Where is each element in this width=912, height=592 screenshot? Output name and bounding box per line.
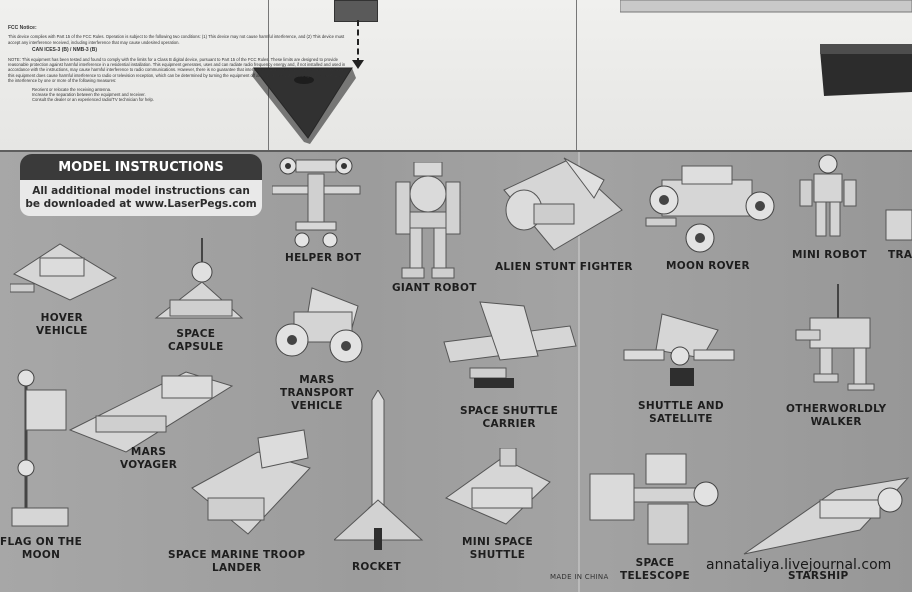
otherworldly-walker-label: OTHERWORLDLY WALKER [786, 403, 886, 429]
hover-vehicle-label-2: VEHICLE [36, 325, 88, 337]
top-right-brick [620, 0, 912, 13]
fcc-notice-conditions: This device complies with Part 15 of the… [8, 34, 345, 45]
shuttle-and-satellite-label: SHUTTLE AND SATELLITE [638, 400, 724, 426]
download-note: All additional model instructions can be… [20, 180, 262, 216]
arrow-down-icon [352, 60, 364, 69]
flag-label-1: FLAG ON THE [0, 536, 83, 548]
hover-vehicle-label: HOVER VEHICLE [36, 312, 88, 338]
dashed-arrow-line [357, 20, 359, 64]
space-capsule-label: SPACE CAPSULE [168, 328, 224, 354]
space-capsule-label-1: SPACE [176, 328, 216, 340]
fcc-notice: FCC Notice: This device complies with Pa… [8, 25, 346, 103]
shuttle-satellite-label-1: SHUTTLE AND [638, 400, 724, 412]
hover-vehicle-label-1: HOVER [40, 312, 83, 324]
space-shuttle-carrier-illustration [443, 301, 577, 388]
download-line-1: All additional model instructions can [32, 185, 250, 197]
space-telescope-label: SPACE TELESCOPE [620, 557, 690, 583]
rocket-label: ROCKET [352, 561, 401, 573]
made-in-china: MADE IN CHINA [550, 573, 609, 581]
telescope-label-2: TELESCOPE [620, 570, 690, 582]
space-telescope-illustration [589, 453, 719, 545]
mini-robot-label: MINI ROBOT [792, 249, 867, 261]
space-shuttle-carrier-label: SPACE SHUTTLE CARRIER [460, 405, 558, 431]
rocket-illustration [334, 390, 424, 550]
watermark: annataliya.livejournal.com [706, 557, 892, 573]
fcc-note: NOTE: This equipment has been tested and… [8, 56, 346, 84]
mars-transport-vehicle-label: MARS TRANSPORT VEHICLE [280, 374, 354, 413]
otherworldly-label-1: OTHERWORLDLY [786, 403, 887, 415]
mars-transport-label-2: TRANSPORT [280, 387, 354, 399]
mars-transport-label-1: MARS [299, 374, 335, 386]
measure-1: Reorient or relocate the receiving anten… [32, 86, 112, 92]
flag-label-2: MOON [21, 549, 61, 561]
center-fold [578, 152, 580, 592]
troop-lander-label-1: SPACE MARINE TROOP [168, 549, 306, 561]
mini-shuttle-label-2: SHUTTLE [469, 549, 526, 561]
space-marine-troop-lander-illustration [191, 429, 311, 535]
flag-on-the-moon-illustration [11, 369, 69, 527]
helper-bot-illustration [272, 157, 361, 248]
mars-transport-vehicle-illustration [275, 287, 363, 363]
shuttle-satellite-label-2: SATELLITE [649, 413, 713, 425]
top-brick-block [334, 0, 378, 22]
mars-voyager-label: MARS VOYAGER [120, 446, 177, 472]
mars-voyager-illustration [68, 371, 234, 453]
flag-on-the-moon-label: FLAG ON THE MOON [0, 536, 82, 562]
shuttle-and-satellite-illustration [623, 313, 735, 386]
telescope-label-1: SPACE [635, 557, 675, 569]
shuttle-carrier-label-2: CARRIER [482, 418, 536, 430]
starship-illustration [743, 477, 910, 555]
alien-stunt-fighter-label: ALIEN STUNT FIGHTER [495, 261, 633, 273]
otherworldly-walker-illustration [795, 284, 875, 391]
moon-rover-illustration [645, 165, 775, 253]
ices-label: CAN ICES-3 (B) / NMB-3 (B) [32, 47, 97, 54]
cutoff-model-illustration [885, 209, 912, 241]
triangle-base-plate [252, 67, 356, 144]
otherworldly-label-2: WALKER [810, 416, 862, 428]
mars-voyager-label-2: VOYAGER [120, 459, 178, 471]
mini-shuttle-label-1: MINI SPACE [462, 536, 534, 548]
giant-robot-label: GIANT ROBOT [392, 282, 477, 294]
mini-space-shuttle-illustration [444, 448, 551, 525]
download-line-2: be downloaded at www.LaserPegs.com [25, 198, 257, 210]
measure-2: Increase the separation between the equi… [32, 92, 146, 98]
mini-robot-illustration [799, 154, 857, 237]
section-title: MODEL INSTRUCTIONS [20, 154, 262, 180]
fcc-panel [0, 0, 912, 152]
measure-3: Consult the dealer or an experienced rad… [32, 97, 154, 103]
shuttle-carrier-label-1: SPACE SHUTTLE [460, 405, 559, 417]
mars-transport-label-3: VEHICLE [291, 400, 343, 412]
moon-rover-label: MOON ROVER [666, 260, 750, 272]
fcc-notice-title: FCC Notice: [8, 25, 37, 31]
mini-space-shuttle-label: MINI SPACE SHUTTLE [462, 536, 533, 562]
starship-label: STARSHIP [788, 570, 849, 582]
cutoff-model-label: TRA [888, 249, 912, 261]
troop-lander-label-2: LANDER [211, 562, 262, 574]
top-right-base [820, 44, 912, 96]
space-capsule-label-2: CAPSULE [168, 341, 224, 353]
fold-line [576, 0, 577, 150]
mars-voyager-label-1: MARS [130, 446, 167, 458]
giant-robot-illustration [395, 162, 461, 279]
hover-vehicle-illustration [10, 243, 118, 301]
space-capsule-illustration [154, 238, 244, 319]
alien-stunt-fighter-illustration [503, 157, 623, 251]
space-marine-troop-lander-label: SPACE MARINE TROOP LANDER [168, 549, 305, 575]
helper-bot-label: HELPER BOT [285, 252, 362, 264]
